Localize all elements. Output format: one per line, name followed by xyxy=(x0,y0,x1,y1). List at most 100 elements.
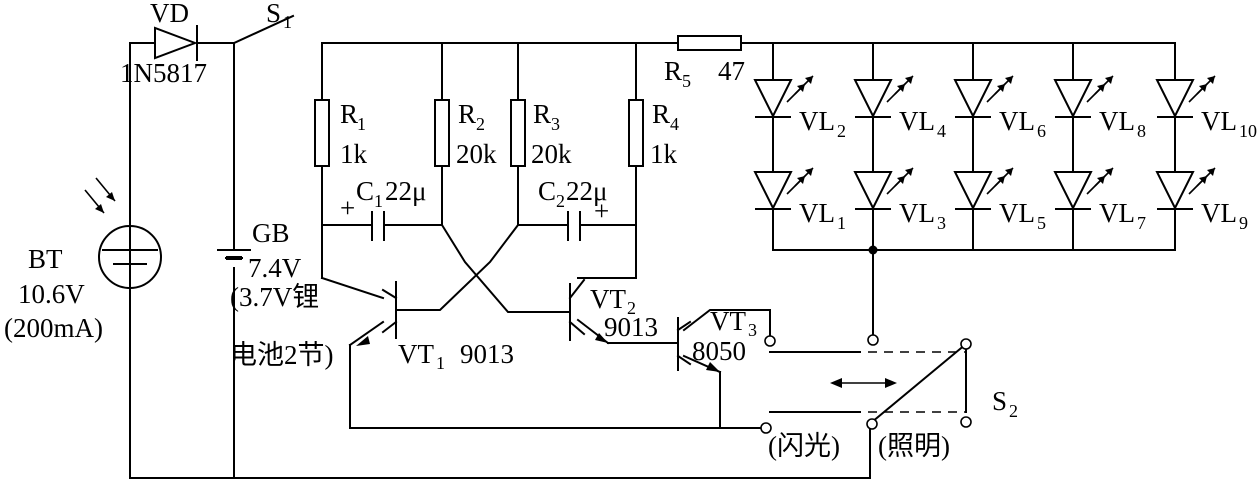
vd-label: VD xyxy=(150,0,189,28)
led-label: VL xyxy=(799,106,835,136)
resistor-r1 xyxy=(314,99,330,167)
led-label: VL xyxy=(1201,106,1237,136)
r1-label: R xyxy=(340,99,358,129)
led-label-sub: 1 xyxy=(837,213,846,233)
labels: VD 1N5817 S 1 BT 10.6V (200mA) GB 7.4V (… xyxy=(4,0,1018,461)
led-label-sub: 9 xyxy=(1239,213,1248,233)
r4-value: 1k xyxy=(650,139,678,169)
s2-sub: 2 xyxy=(1009,401,1018,421)
gb-type-2: 电池2节) xyxy=(230,340,334,370)
r2-label: R xyxy=(458,99,476,129)
transistor-vt3 xyxy=(676,317,720,372)
bt-current: (200mA) xyxy=(4,313,103,343)
led-label: VL xyxy=(899,106,935,136)
gb-label: GB xyxy=(252,218,290,248)
led-label-sub: 8 xyxy=(1137,121,1146,141)
s2-terminal-light xyxy=(960,416,972,428)
vt3-label: VT xyxy=(710,306,746,336)
bt-label: BT xyxy=(28,244,63,274)
c1-value: 22μ xyxy=(385,176,426,206)
solar-cell-bt xyxy=(84,177,162,289)
led-label-sub: 3 xyxy=(937,213,946,233)
led-label-sub: 5 xyxy=(1037,213,1046,233)
led-label: VL xyxy=(1201,198,1237,228)
diode-vd xyxy=(154,25,198,61)
resistor-r2 xyxy=(434,99,450,167)
wiring xyxy=(129,14,1176,479)
vt2-part: 9013 xyxy=(604,312,658,342)
flash-label: (闪光) xyxy=(768,431,840,461)
r4-sub: 4 xyxy=(670,114,679,134)
s2-terminal-common xyxy=(866,418,878,430)
slide-arrow-icon xyxy=(830,378,897,388)
vt2-sub: 2 xyxy=(627,298,636,318)
led-label-sub: 10 xyxy=(1239,121,1257,141)
vt1-part: 9013 xyxy=(460,339,514,369)
c2-sub: 2 xyxy=(556,191,565,211)
s2-label: S xyxy=(992,386,1007,416)
led-label: VL xyxy=(999,198,1035,228)
led-label: VL xyxy=(899,198,935,228)
r3-value: 20k xyxy=(531,139,572,169)
led-label-sub: 4 xyxy=(937,121,946,141)
c2-plus: + xyxy=(594,196,609,226)
vd-part-label: 1N5817 xyxy=(120,58,207,88)
r2-sub: 2 xyxy=(476,114,485,134)
led-label-sub: 6 xyxy=(1037,121,1046,141)
junction-dot xyxy=(868,245,878,255)
led-label-sub: 7 xyxy=(1137,213,1146,233)
r5-value: 47 xyxy=(718,56,745,86)
battery-gb xyxy=(217,249,251,260)
s2-terminal-flash xyxy=(760,422,772,434)
transistor-vt2 xyxy=(568,278,608,343)
r1-sub: 1 xyxy=(357,114,366,134)
r5-label: R xyxy=(664,56,682,86)
resistor-r5 xyxy=(677,35,742,51)
r3-sub: 3 xyxy=(551,114,560,134)
led-label: VL xyxy=(1099,106,1135,136)
light-label: (照明) xyxy=(878,431,950,461)
led-label-sub: 2 xyxy=(837,121,846,141)
vt3-collector-terminal xyxy=(764,335,776,347)
transistor-vt1 xyxy=(356,281,399,346)
c1-sub: 1 xyxy=(374,191,383,211)
capacitor-c2 xyxy=(567,211,581,241)
gb-type-1: (3.7V锂 xyxy=(230,282,319,312)
resistor-r4 xyxy=(628,99,644,167)
r1-value: 1k xyxy=(340,139,368,169)
s1-sub: 1 xyxy=(283,12,292,32)
s2-terminal-led xyxy=(867,334,879,346)
vt1-label: VT xyxy=(398,339,434,369)
resistor-r3 xyxy=(510,99,526,167)
r3-label: R xyxy=(533,99,551,129)
s1-label: S xyxy=(266,0,281,28)
r5-sub: 5 xyxy=(682,71,691,91)
s2-terminal-top xyxy=(960,338,972,350)
r2-value: 20k xyxy=(456,139,497,169)
bt-voltage: 10.6V xyxy=(18,279,85,309)
c2-value: 22μ xyxy=(566,176,607,206)
led-label: VL xyxy=(999,106,1035,136)
c1-label: C xyxy=(356,176,374,206)
vt3-part: 8050 xyxy=(692,336,746,366)
led-label: VL xyxy=(1099,198,1135,228)
capacitor-c1 xyxy=(371,211,385,241)
c1-plus: + xyxy=(340,193,355,223)
vt3-sub: 3 xyxy=(748,320,757,340)
vt2-label: VT xyxy=(590,284,626,314)
r4-label: R xyxy=(652,99,670,129)
led-label: VL xyxy=(799,198,835,228)
